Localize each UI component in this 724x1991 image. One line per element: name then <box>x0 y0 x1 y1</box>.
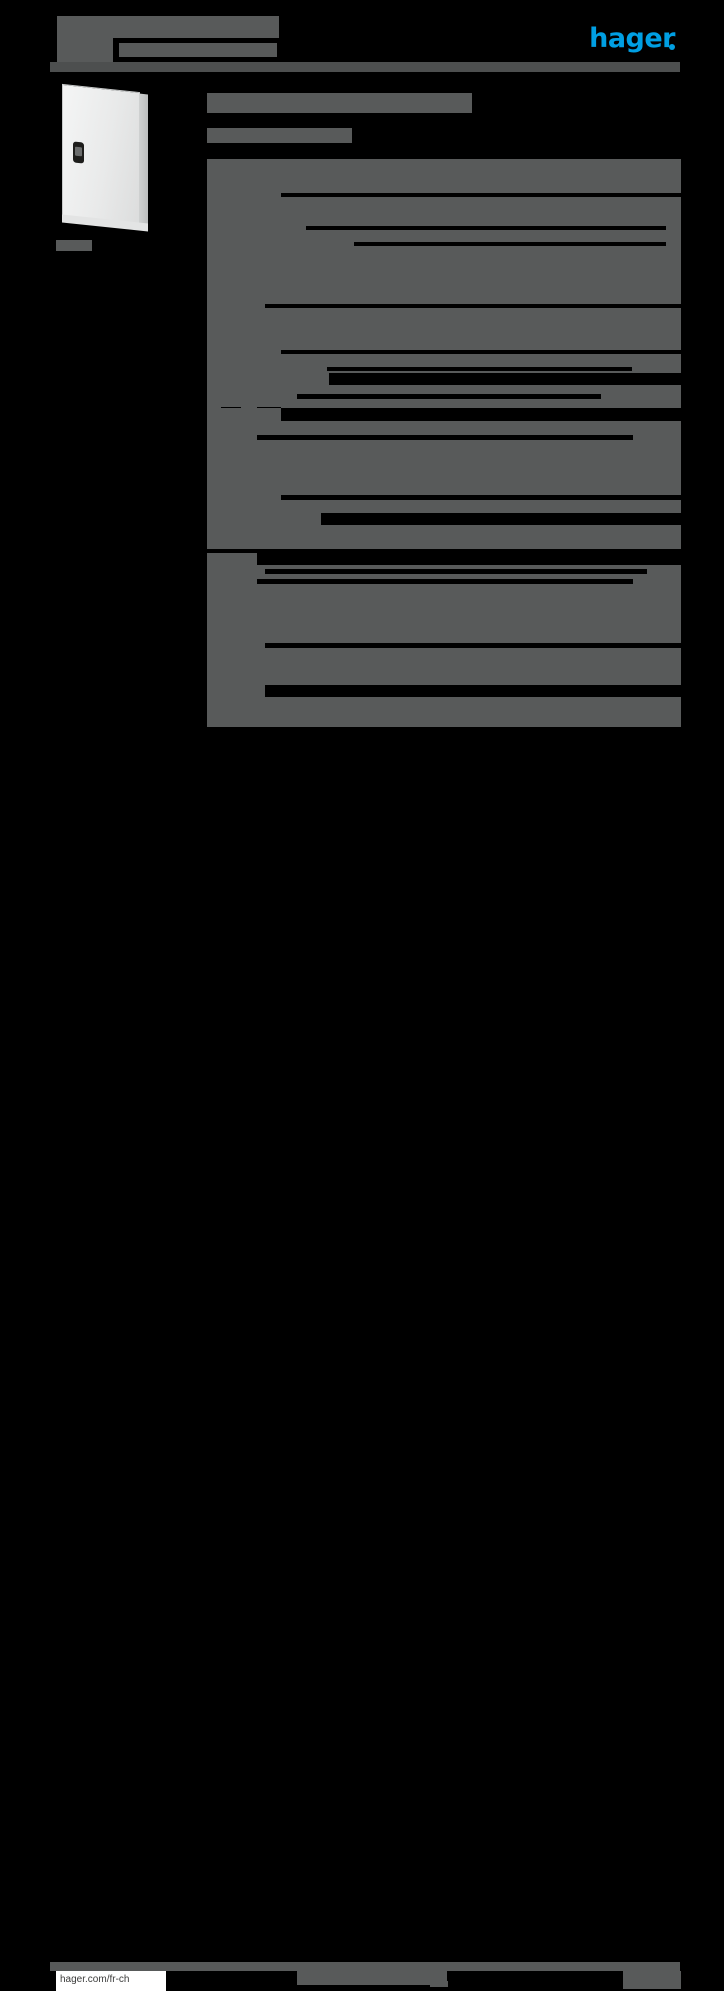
table-row <box>207 226 681 242</box>
table-row <box>207 659 681 689</box>
product-image <box>56 83 164 233</box>
table-row <box>207 421 681 435</box>
table-row <box>207 513 681 525</box>
table-row <box>207 304 681 320</box>
table-row <box>207 449 681 495</box>
footer-page-number <box>623 1971 681 1989</box>
table-row <box>207 697 681 727</box>
table-block <box>207 159 681 384</box>
table-cell-spacer <box>265 569 647 574</box>
table-cell-spacer <box>257 579 633 584</box>
table-row <box>207 258 681 274</box>
page-header: hager <box>0 0 724 78</box>
table-row <box>207 373 681 385</box>
logo-dot-icon <box>669 44 675 50</box>
document-title-line-1 <box>57 16 279 38</box>
page-footer: hager.com/fr-ch <box>0 980 724 1991</box>
table-cell-spacer <box>257 435 633 440</box>
footer-url[interactable]: hager.com/fr-ch <box>56 1971 166 1991</box>
table-row <box>207 193 681 209</box>
table-cell-spacer <box>354 242 666 246</box>
document-title-line-2 <box>57 38 113 63</box>
table-row <box>207 685 681 697</box>
table-cell-spacer <box>329 373 681 385</box>
table-cell-spacer <box>281 193 681 197</box>
table-row <box>207 596 681 643</box>
table-cell-spacer <box>265 643 681 648</box>
table-row <box>207 350 681 367</box>
footer-url-label: hager.com/fr-ch <box>60 1974 130 1985</box>
section-subheading <box>207 128 352 143</box>
table-cell-spacer <box>281 408 681 421</box>
table-row <box>207 209 681 226</box>
header-divider <box>50 62 680 72</box>
footer-bar <box>50 1962 680 1971</box>
table-cell-spacer <box>281 350 681 354</box>
table-row <box>207 274 681 304</box>
table-row <box>207 320 681 350</box>
hager-logo[interactable]: hager <box>589 23 675 54</box>
table-row <box>207 159 681 193</box>
table-cell-spacer <box>265 685 681 697</box>
table-row <box>207 525 681 549</box>
table-cell-spacer <box>297 394 601 399</box>
product-image-caption <box>56 240 92 251</box>
table-cell-spacer <box>265 304 681 308</box>
table-block <box>207 553 681 703</box>
footer-center-text-tail <box>430 1981 448 1987</box>
table-row <box>207 553 681 565</box>
table-row <box>207 495 681 512</box>
footer-center-text <box>297 1971 447 1985</box>
table-row <box>207 408 681 421</box>
table-row <box>207 565 681 579</box>
table-cell-spacer <box>281 495 681 500</box>
table-row <box>207 579 681 596</box>
table-row <box>207 242 681 258</box>
table-row <box>207 385 681 407</box>
table-cell-spacer <box>321 513 681 525</box>
table-cell-spacer <box>327 367 632 371</box>
document-subtitle <box>119 43 277 57</box>
table-row <box>207 435 681 449</box>
table-row <box>207 643 681 659</box>
table-cell-spacer <box>257 553 681 565</box>
cabinet-door-edge <box>139 93 148 228</box>
table-block <box>207 513 681 549</box>
table-cell-spacer <box>306 226 666 230</box>
page-title <box>207 93 472 113</box>
door-handle-grip <box>75 146 82 157</box>
table-block <box>207 408 681 532</box>
table-block <box>207 685 681 727</box>
